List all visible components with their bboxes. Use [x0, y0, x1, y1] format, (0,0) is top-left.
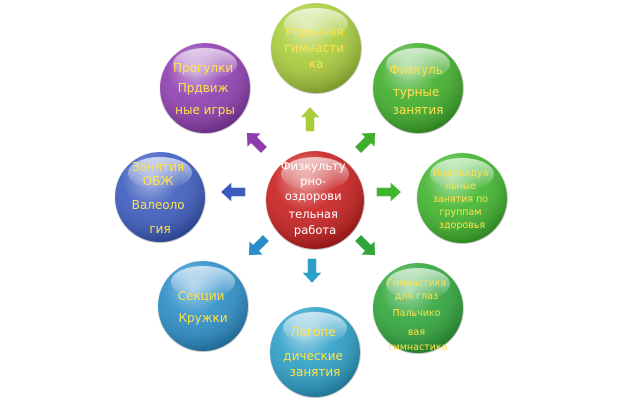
center-label-line: тельная	[288, 207, 337, 221]
center-label-line: рно-	[300, 174, 326, 188]
arrow-up	[298, 105, 322, 133]
node-sections-clubs: Секции Кружки	[156, 259, 250, 353]
center-label-line: оздорови	[285, 189, 342, 203]
node-label-line: Прогулки	[173, 61, 233, 75]
center-label-line: работа	[294, 223, 336, 237]
node-label-line: занятия по	[433, 194, 488, 205]
node-label-line: дические	[283, 349, 343, 363]
svg-text:Логопе дические за: Логопе дические занятия	[283, 325, 346, 379]
node-label-line: гимнасти	[284, 41, 344, 55]
arrow-down-left	[247, 233, 271, 257]
center-node: Физкульту рно- оздорови тельная работа	[264, 149, 366, 251]
svg-text:Физкульту рно- озд: Физкульту рно- оздорови тельная работа	[281, 159, 350, 237]
node-label-line: Кружки	[178, 311, 227, 325]
node-speech-therapy: Логопе дические занятия	[268, 305, 362, 399]
node-label-line: ОБЖ	[143, 174, 174, 188]
svg-text:Секции Кружки: Секции Кружки	[178, 289, 229, 325]
node-label-line: гимнастика	[389, 342, 448, 353]
arrow-down	[300, 257, 324, 285]
node-walks-games: Прогулки Прдвиж ные игры	[158, 41, 252, 135]
node-label-line: Пальчико	[392, 308, 440, 319]
svg-text:Индивидуа льные за: Индивидуа льные занятия по группам здоро…	[433, 168, 492, 231]
center-label-line: Физкульту	[281, 159, 346, 173]
node-label-line: Занятия	[132, 160, 184, 174]
node-label-line: группам	[439, 207, 481, 218]
node-label-line: Валеоло	[132, 198, 185, 212]
node-label-line: вая	[408, 327, 425, 338]
arrow-down-right	[353, 233, 377, 257]
arrow-right	[375, 180, 403, 204]
node-label-line: Гимнастика	[387, 278, 447, 289]
node-label-line: Прдвиж	[178, 81, 229, 95]
connector-arrows	[219, 105, 403, 285]
node-label-line: ные игры	[175, 103, 235, 117]
node-label-line: Индивидуа	[433, 168, 489, 179]
svg-text:Прогулки Прдвиж ны: Прогулки Прдвиж ные игры	[173, 61, 237, 117]
node-label-line: Логопе	[290, 325, 335, 339]
node-individual-classes: Индивидуа льные занятия по группам здоро…	[415, 151, 509, 245]
node-label-line: гия	[149, 222, 170, 236]
node-morning-exercise: Утренняя гимнасти ка	[269, 1, 363, 95]
svg-text:Физкуль турные зан: Физкуль турные занятия	[389, 63, 446, 117]
node-label-line: турные	[393, 85, 439, 99]
node-label-line: Физкуль	[389, 63, 443, 77]
node-label-line: льные	[445, 181, 476, 192]
node-label-line: Секции	[178, 289, 225, 303]
svg-text:Утренняя гимнасти: Утренняя гимнасти ка	[284, 25, 348, 71]
arrow-up-left	[245, 131, 269, 155]
node-label-line: ка	[309, 57, 324, 71]
node-label-line: занятия	[393, 103, 444, 117]
arrow-left	[219, 180, 247, 204]
svg-text:Гимнастика для глаз: Гимнастика для глаз Пальчико вая гимнаст…	[387, 278, 450, 353]
svg-text:Занятия ОБЖ Валеол: Занятия ОБЖ Валеоло гия	[132, 160, 189, 236]
node-safety-valeology: Занятия ОБЖ Валеоло гия	[113, 150, 207, 244]
node-label-line: для глаз	[395, 291, 438, 302]
arrow-up-right	[353, 131, 377, 155]
node-eye-gymnastics: Гимнастика для глаз Пальчико вая гимнаст…	[371, 261, 465, 355]
node-label-line: здоровья	[439, 220, 485, 231]
node-pe-classes: Физкуль турные занятия	[371, 41, 465, 135]
node-label-line: Утренняя	[284, 25, 343, 39]
node-label-line: занятия	[290, 365, 341, 379]
